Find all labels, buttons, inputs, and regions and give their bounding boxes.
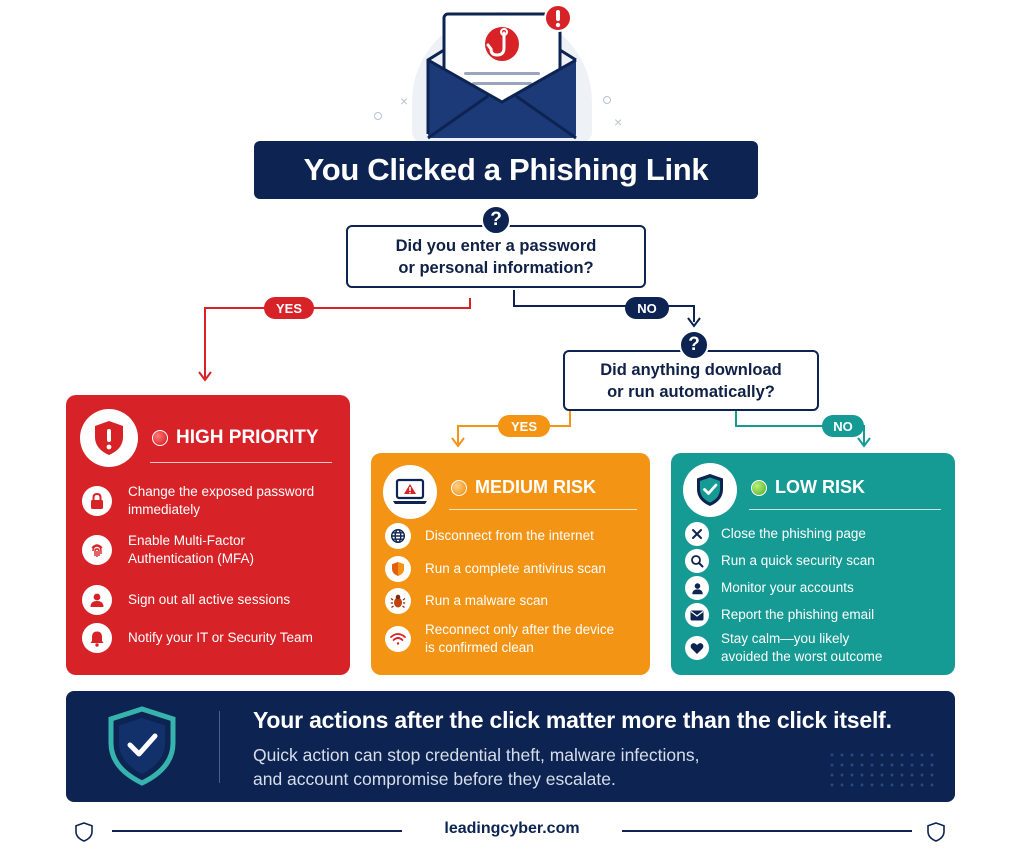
decor-circle <box>374 112 382 120</box>
shield-icon <box>385 556 411 582</box>
list-item: Sign out all active sessions <box>82 585 290 615</box>
divider <box>112 830 402 832</box>
card-title: HIGH PRIORITY <box>152 427 319 449</box>
item-text: immediately <box>128 502 201 517</box>
item-text: Sign out all active sessions <box>128 592 291 607</box>
banner-subtext: and account compromise before they escal… <box>253 769 616 789</box>
bell-icon <box>82 623 112 653</box>
branch-no-label: NO <box>822 415 864 437</box>
item-text: Stay calm—you likely <box>721 631 850 646</box>
page-title: You Clicked a Phishing Link <box>254 141 758 199</box>
list-item: Disconnect from the internet <box>385 523 594 549</box>
high-priority-card: HIGH PRIORITY Change the exposed passwor… <box>66 395 350 675</box>
shield-check-icon <box>683 463 737 517</box>
item-text: Change the exposed password <box>128 484 315 499</box>
banner-subtext: Quick action can stop credential theft, … <box>253 745 700 765</box>
globe-icon <box>385 523 411 549</box>
card-title: LOW RISK <box>751 477 865 498</box>
item-text: Notify your IT or Security Team <box>128 630 313 645</box>
lock-icon <box>82 486 112 516</box>
divider <box>150 462 332 463</box>
item-text: Disconnect from the internet <box>425 528 594 543</box>
question-line: or personal information? <box>398 258 594 277</box>
heart-icon <box>685 636 709 660</box>
card-title-text: LOW RISK <box>775 477 865 497</box>
item-text: Authentication (MFA) <box>128 551 255 566</box>
divider <box>749 509 941 510</box>
item-text: Run a malware scan <box>425 593 549 608</box>
list-item: Run a malware scan <box>385 588 548 614</box>
search-icon <box>685 549 709 573</box>
fingerprint-icon <box>82 535 112 565</box>
decor-x: × <box>400 93 409 109</box>
title-text: You Clicked a Phishing Link <box>303 152 709 187</box>
bug-icon <box>385 588 411 614</box>
branch-no-label: NO <box>625 297 669 319</box>
laptop-warning-icon <box>383 465 437 519</box>
medium-risk-card: MEDIUM RISK Disconnect from the internet… <box>371 453 650 675</box>
branch-yes-label: YES <box>498 415 550 437</box>
branch-yes-label: YES <box>264 297 314 319</box>
status-dot-icon <box>751 479 767 496</box>
decor-circle <box>603 96 611 104</box>
list-item: Close the phishing page <box>685 522 866 546</box>
decor-dot-grid <box>830 753 934 787</box>
question-line: or run automatically? <box>607 382 775 401</box>
item-text: Report the phishing email <box>721 607 875 622</box>
list-item: Report the phishing email <box>685 603 874 627</box>
card-title-text: HIGH PRIORITY <box>176 427 319 448</box>
list-item: Run a complete antivirus scan <box>385 556 606 582</box>
status-dot-icon <box>451 479 467 496</box>
key-message-banner: Your actions after the click matter more… <box>66 691 955 802</box>
user-icon <box>82 585 112 615</box>
divider <box>219 711 220 783</box>
close-icon <box>685 522 709 546</box>
banner-headline: Your actions after the click matter more… <box>253 707 892 733</box>
wifi-icon <box>385 626 411 652</box>
list-item: Notify your IT or Security Team <box>82 623 313 653</box>
list-item: Stay calm—you likely avoided the worst o… <box>685 630 882 666</box>
question-mark-icon: ? <box>481 205 511 235</box>
shield-alert-icon <box>80 409 138 467</box>
item-text: avoided the worst outcome <box>721 649 883 664</box>
decor-x: × <box>614 114 623 130</box>
phishing-envelope-icon <box>426 4 577 140</box>
divider <box>449 509 637 510</box>
mail-icon <box>685 603 709 627</box>
card-title-text: MEDIUM RISK <box>475 477 596 497</box>
item-text: Close the phishing page <box>721 526 866 541</box>
footer-url: leadingcyber.com <box>444 820 580 837</box>
question-line: Did you enter a password <box>395 236 597 255</box>
question-download: Did anything download or run automatical… <box>563 350 819 411</box>
list-item: Run a quick security scan <box>685 549 875 573</box>
shield-icon <box>75 822 93 842</box>
item-text: Run a quick security scan <box>721 553 875 568</box>
shield-icon <box>927 822 945 842</box>
divider <box>622 830 912 832</box>
status-dot-icon <box>152 430 168 446</box>
question-line: Did anything download <box>600 360 782 379</box>
list-item: Change the exposed password immediately <box>82 483 314 519</box>
card-title: MEDIUM RISK <box>451 477 596 498</box>
item-text: Run a complete antivirus scan <box>425 561 606 576</box>
item-text: Monitor your accounts <box>721 580 854 595</box>
list-item: Enable Multi-Factor Authentication (MFA) <box>82 532 254 568</box>
low-risk-card: LOW RISK Close the phishing page Run a q… <box>671 453 955 675</box>
item-text: Reconnect only after the device <box>425 622 615 637</box>
shield-check-icon <box>108 706 176 786</box>
list-item: Monitor your accounts <box>685 576 854 600</box>
item-text: is confirmed clean <box>425 640 534 655</box>
question-mark-icon: ? <box>679 330 709 360</box>
list-item: Reconnect only after the device is confi… <box>385 621 614 657</box>
item-text: Enable Multi-Factor <box>128 533 246 548</box>
user-icon <box>685 576 709 600</box>
